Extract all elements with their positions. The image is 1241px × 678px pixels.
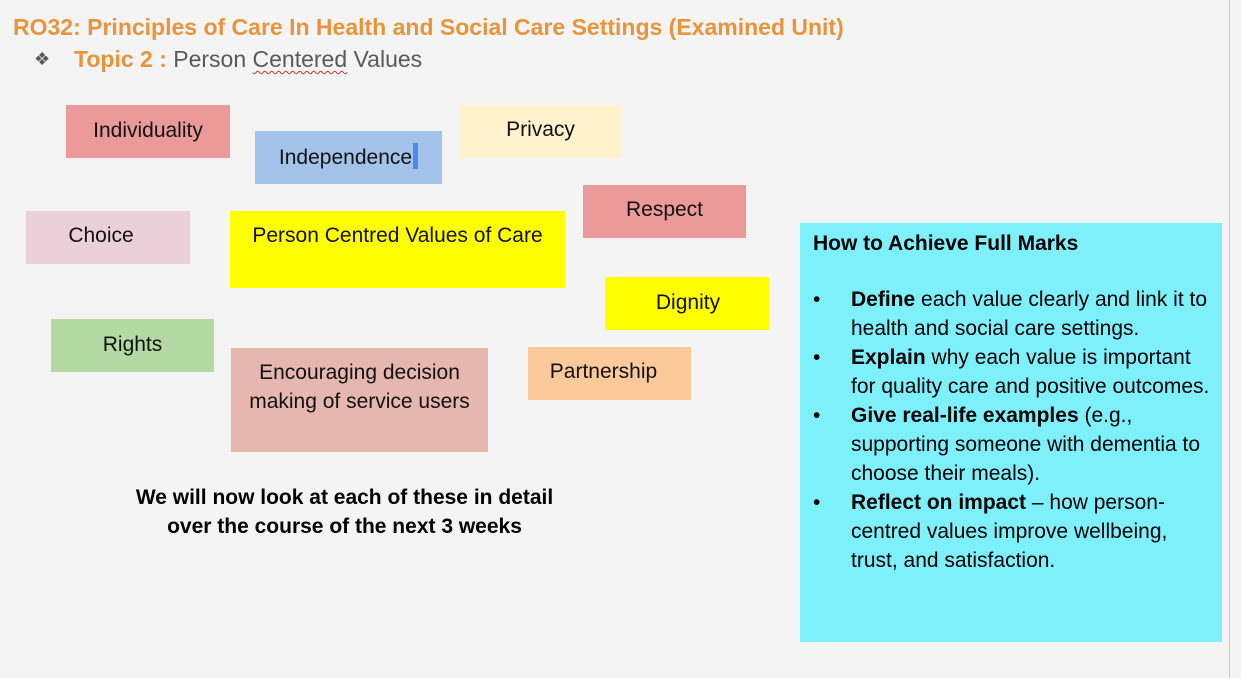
value-label: Choice	[68, 224, 134, 247]
value-box-center[interactable]: Person Centred Values of Care	[230, 211, 565, 288]
list-item: • Give real-life examples (e.g., supporti…	[813, 401, 1211, 488]
topic-prefix: Person	[173, 46, 253, 72]
topic-line: ❖ Topic 2 : Person Centered Values	[34, 46, 422, 73]
bullet-icon: •	[813, 404, 821, 427]
value-box-respect[interactable]: Respect	[583, 185, 746, 238]
list-item: • Explain why each value is important for…	[813, 343, 1211, 401]
bullet-icon: •	[813, 288, 821, 311]
tips-list: • Define each value clearly and link it t…	[813, 285, 1222, 575]
upcoming-note: We will now look at each of these in det…	[135, 486, 554, 538]
full-marks-panel[interactable]: How to Achieve Full Marks • Define each v…	[800, 223, 1222, 642]
value-label: Encouraging decision making of service u…	[249, 361, 470, 413]
tip-text: each value clearly and link it to health…	[851, 288, 1208, 340]
value-label: Dignity	[655, 291, 721, 314]
tip-keyword: Explain	[851, 346, 926, 369]
slide-title: RO32: Principles of Care In Health and S…	[13, 14, 844, 40]
tip-text: (e.g., supporting someone with dementia …	[851, 404, 1201, 485]
value-box-partnership[interactable]: Partnership	[528, 347, 691, 400]
slide-edge	[1229, 0, 1230, 678]
value-box-rights[interactable]: Rights	[51, 319, 214, 372]
text-cursor	[413, 143, 419, 169]
list-item: • Reflect on impact – how person-centred …	[813, 488, 1211, 575]
bullet-icon: •	[813, 346, 821, 369]
diamond-bullet-icon: ❖	[34, 49, 51, 69]
list-item: • Define each value clearly and link it t…	[813, 285, 1211, 343]
value-box-choice[interactable]: Choice	[26, 211, 190, 264]
value-box-encouraging[interactable]: Encouraging decision making of service u…	[231, 348, 488, 452]
tip-text: – how person-centred values improve well…	[851, 491, 1168, 572]
value-box-privacy[interactable]: Privacy	[459, 105, 622, 158]
bullet-icon: •	[813, 491, 821, 514]
value-label: Individuality	[93, 119, 203, 142]
topic-suffix: Values	[347, 46, 423, 72]
value-label: Respect	[625, 198, 704, 221]
value-box-individuality[interactable]: Individuality	[66, 105, 230, 158]
value-box-independence[interactable]: Independence	[255, 131, 442, 184]
tip-keyword: Reflect on impact	[851, 491, 1027, 514]
value-label: Privacy	[506, 118, 575, 141]
value-label: Independence	[278, 146, 413, 169]
value-label: Rights	[102, 333, 163, 356]
value-box-dignity[interactable]: Dignity	[605, 277, 769, 330]
tip-text: why each value is important for quality …	[851, 346, 1210, 398]
panel-heading: How to Achieve Full Marks	[813, 232, 1079, 255]
topic-misspelled-word[interactable]: Centered	[252, 46, 348, 72]
topic-label: Topic 2 :	[74, 46, 167, 72]
tip-keyword: Define	[851, 288, 916, 311]
value-label: Partnership	[549, 360, 658, 383]
value-label: Person Centred Values of Care	[252, 224, 543, 247]
tip-keyword: Give real-life examples	[851, 404, 1079, 427]
